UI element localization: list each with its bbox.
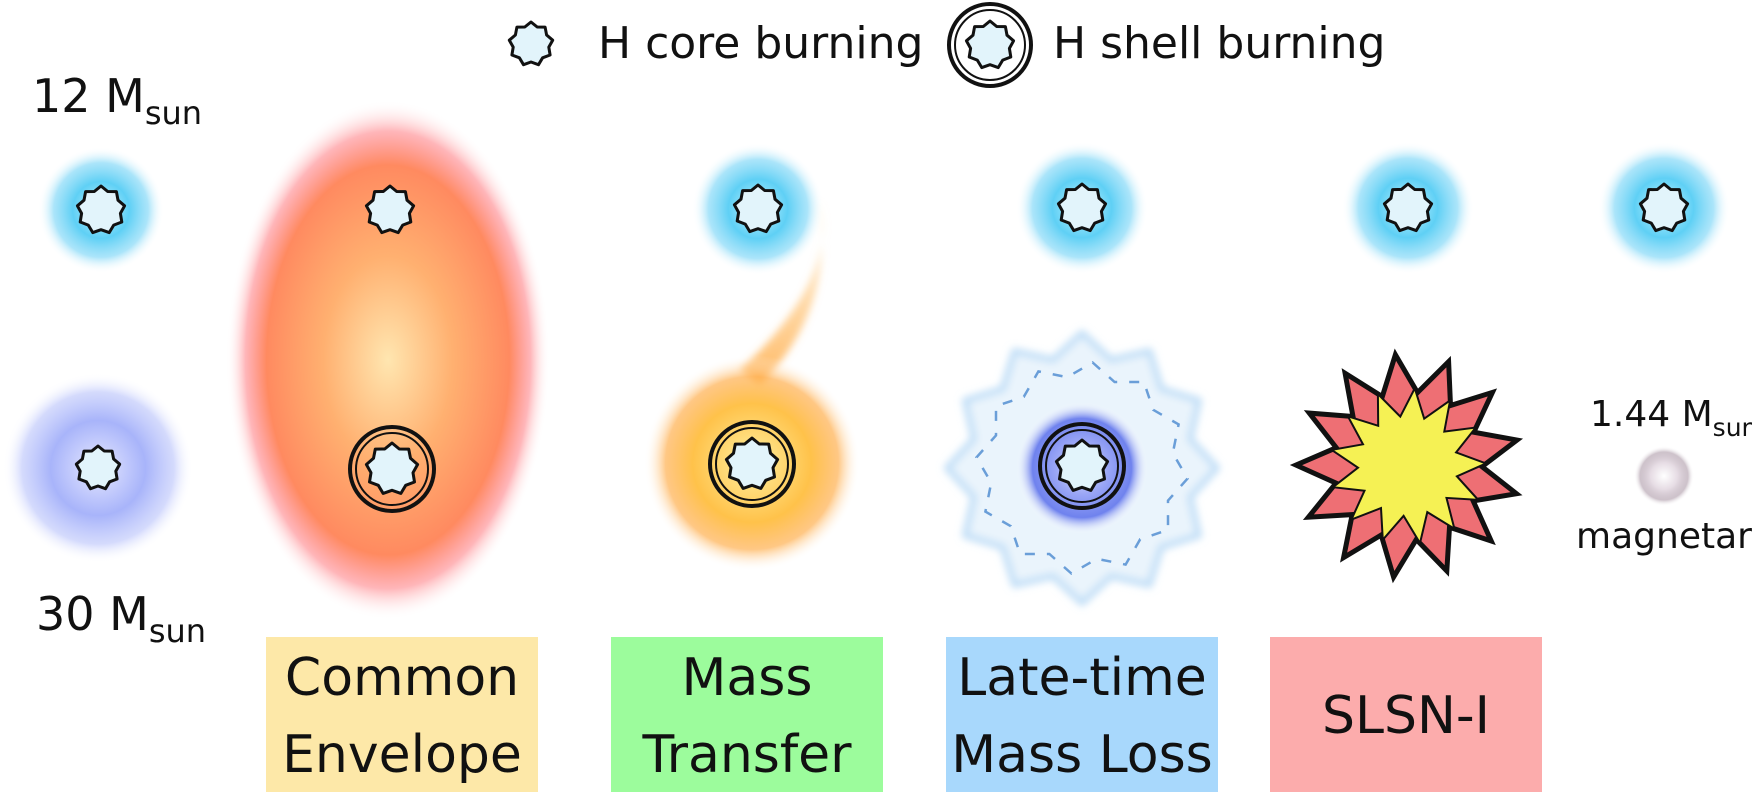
stage-box-slsn-i: SLSN-I — [1270, 637, 1542, 792]
stage-label-line2: Transfer — [641, 725, 852, 785]
star-shell-icon — [947, 2, 1033, 88]
magnetar-system: 1.44 Msun magnetar — [1576, 142, 1752, 557]
legend: H core burning H shell burning — [507, 2, 1385, 88]
stage-label-line1: Late-time — [957, 648, 1206, 708]
stage-label-line2: Envelope — [282, 725, 522, 785]
common-envelope — [226, 100, 550, 620]
magnetar — [1634, 446, 1694, 506]
mass-label-12: 12 Msun — [32, 69, 202, 132]
stage-label-line1: SLSN-I — [1322, 686, 1490, 746]
mass-transfer — [644, 143, 860, 571]
magnetar-label: magnetar — [1576, 516, 1752, 557]
star-core-icon — [507, 20, 555, 67]
stage-box-common-envelope: Common Envelope — [266, 637, 538, 792]
stage-box-late-time-mass-loss: Late-time Mass Loss — [946, 637, 1218, 792]
supernova-burst — [1289, 142, 1524, 584]
mass-label-30: 30 Msun — [36, 587, 206, 650]
legend-shell-label: H shell burning — [1053, 18, 1385, 69]
stage-label-line1: Common — [285, 648, 519, 708]
stage-label-line2: Mass Loss — [951, 725, 1213, 785]
primary-star-initial — [3, 373, 193, 563]
late-time-mass-loss — [944, 142, 1220, 606]
mass-label-1-44: 1.44 Msun — [1590, 394, 1752, 442]
stage-box-mass-transfer: Mass Transfer — [611, 637, 883, 792]
secondary-star-initial — [38, 147, 164, 273]
legend-core-label: H core burning — [598, 18, 923, 69]
stage-label-line1: Mass — [682, 648, 813, 708]
